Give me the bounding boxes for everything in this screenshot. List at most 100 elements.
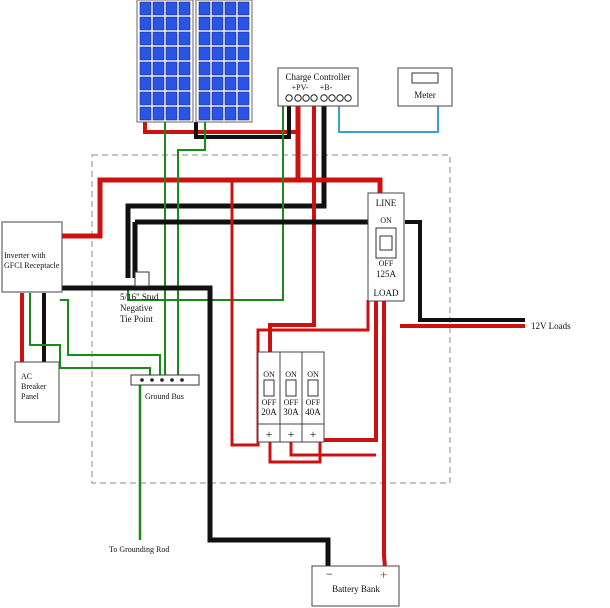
- solar-cell: [211, 46, 224, 61]
- controller-terminal: [310, 94, 318, 102]
- solar-cell: [198, 106, 211, 121]
- solar-cell: [211, 61, 224, 76]
- solar-cell: [139, 1, 152, 16]
- ground-bus-label: Ground Bus: [145, 392, 184, 401]
- branch-terminal: +: [266, 427, 273, 441]
- main-breaker-load-label: LOAD: [374, 288, 399, 298]
- solar-cell: [224, 91, 237, 106]
- inverter: Inverter with GFCI Receptacle: [1, 221, 63, 293]
- branch-switch: [307, 379, 319, 397]
- solar-cell: [152, 46, 165, 61]
- wire-stud-green: [127, 100, 284, 301]
- solar-cell: [198, 31, 211, 46]
- solar-cell: [139, 106, 152, 121]
- main-breaker-line-label: LINE: [376, 198, 397, 208]
- bus-screw: [170, 378, 174, 382]
- branch-rating: 30A: [283, 407, 299, 417]
- controller-terminal: [294, 94, 302, 102]
- main-breaker-rating: 125A: [376, 269, 397, 279]
- battery-positive-sign: +: [380, 567, 387, 582]
- charge-controller: Charge Controller +PV- +B-: [277, 67, 359, 107]
- branch-off: OFF: [306, 398, 321, 407]
- solar-cell: [178, 31, 191, 46]
- main-breaker-on: ON: [380, 216, 392, 225]
- ac-breaker-panel: AC Breaker Panel: [14, 361, 60, 423]
- solar-cell: [178, 46, 191, 61]
- solar-panel-left: [136, 0, 194, 123]
- solar-cell: [152, 91, 165, 106]
- controller-terminal: [320, 94, 328, 102]
- branch-off: OFF: [262, 398, 277, 407]
- solar-cell: [152, 61, 165, 76]
- solar-cell: [237, 91, 250, 106]
- meter-display: [411, 72, 439, 84]
- main-breaker: LINE ON OFF 125A LOAD: [367, 192, 405, 302]
- meter: Meter: [397, 67, 453, 107]
- solar-cell: [165, 106, 178, 121]
- solar-cell: [224, 31, 237, 46]
- solar-cell: [237, 76, 250, 91]
- solar-cell: [211, 31, 224, 46]
- branch-on: ON: [285, 370, 297, 379]
- wire-ac-green: [29, 293, 151, 378]
- solar-cell: [139, 46, 152, 61]
- ground-rod-label: To Grounding Rod: [109, 545, 169, 554]
- solar-cell: [198, 61, 211, 76]
- solar-cell: [139, 61, 152, 76]
- solar-cell: [198, 16, 211, 31]
- stud-label-1: 5/16" Stud: [120, 292, 159, 302]
- inverter-label-line1: Inverter with: [4, 251, 46, 260]
- wire-breakers-black: [270, 440, 290, 462]
- solar-panel-right: [195, 0, 253, 123]
- main-breaker-off: OFF: [379, 259, 394, 268]
- controller-b-label: +B-: [320, 83, 333, 92]
- controller-pv-label: +PV-: [292, 83, 309, 92]
- solar-cell: [165, 91, 178, 106]
- solar-cell: [152, 76, 165, 91]
- solar-cell: [224, 46, 237, 61]
- solar-cell: [152, 1, 165, 16]
- solar-cell: [237, 46, 250, 61]
- bus-screw: [160, 378, 164, 382]
- bus-screw: [150, 378, 154, 382]
- wire-load-red: [382, 300, 387, 569]
- solar-cell: [152, 106, 165, 121]
- controller-terminal: [344, 94, 352, 102]
- stud-box: [134, 271, 150, 287]
- solar-cell: [152, 31, 165, 46]
- ground-bus-screws: [140, 378, 184, 382]
- solar-cell: [198, 46, 211, 61]
- ac-panel-label-1: AC: [21, 372, 32, 381]
- meter-label: Meter: [414, 90, 436, 100]
- solar-cell: [165, 61, 178, 76]
- ac-panel-label-3: Panel: [21, 392, 40, 401]
- wire-meter-blue: [338, 100, 439, 133]
- solar-cell: [224, 106, 237, 121]
- solar-cell: [165, 76, 178, 91]
- solar-cell: [165, 1, 178, 16]
- solar-cell: [165, 31, 178, 46]
- wire-pv-red: [60, 100, 301, 239]
- solar-cell: [224, 16, 237, 31]
- loads-label: 12V Loads: [531, 321, 571, 331]
- wire-battery-black: [125, 100, 327, 278]
- charge-controller-label: Charge Controller: [285, 72, 350, 82]
- solar-cell: [139, 31, 152, 46]
- branch-on: ON: [307, 370, 319, 379]
- stud-label-2: Negative: [120, 303, 152, 313]
- controller-terminal: [328, 94, 336, 102]
- solar-cell: [211, 16, 224, 31]
- branch-on: ON: [263, 370, 275, 379]
- solar-cell: [178, 106, 191, 121]
- controller-terminal: [285, 94, 293, 102]
- solar-cell: [198, 91, 211, 106]
- solar-cell: [178, 76, 191, 91]
- wire-line-red: [300, 177, 383, 196]
- battery-bank: Battery Bank − +: [311, 565, 400, 607]
- solar-cell: [178, 1, 191, 16]
